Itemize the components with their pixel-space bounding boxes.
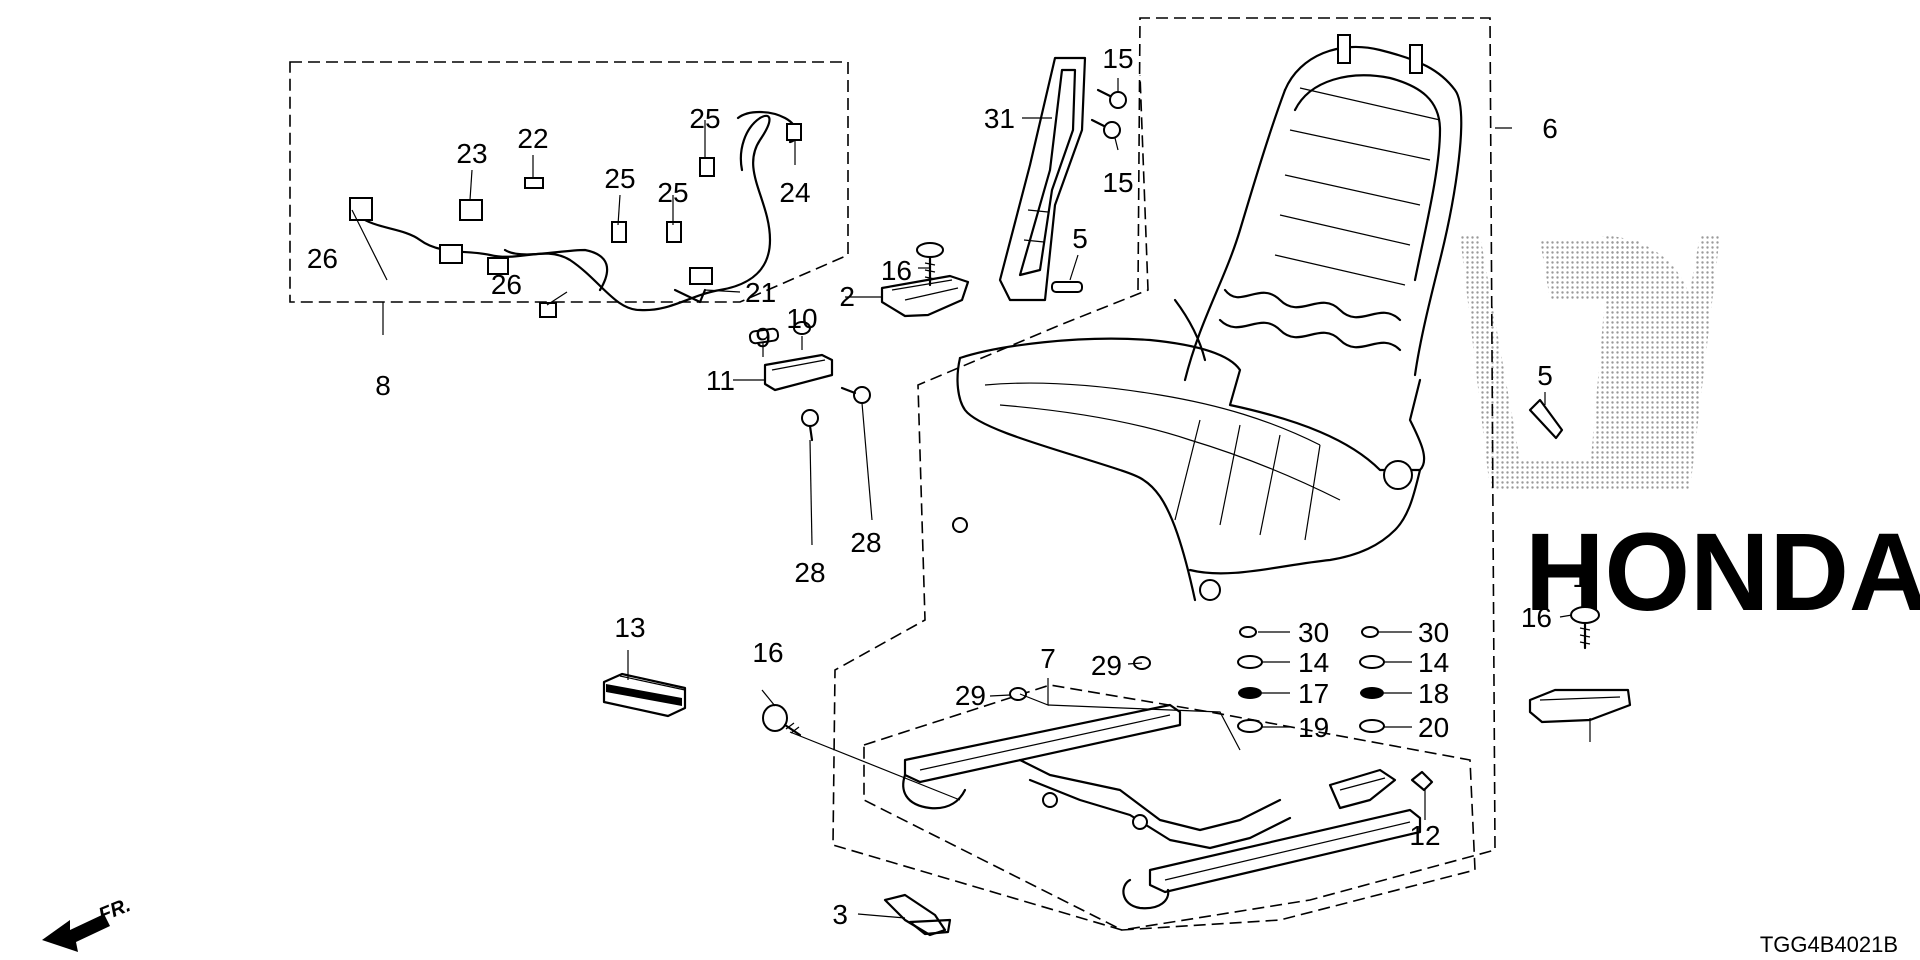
callout-28a: 28 [850, 527, 881, 558]
callout-29b: 29 [1091, 650, 1122, 681]
callout-6: 6 [1542, 113, 1558, 144]
callout-26a: 26 [307, 243, 338, 274]
leader-lines [351, 78, 1591, 919]
callout-7: 7 [1040, 643, 1056, 674]
callout-11: 11 [706, 365, 735, 396]
callout-5a: 5 [1072, 223, 1088, 254]
clip-icon-5 [1051, 281, 1083, 293]
washer-set-left [1237, 626, 1263, 733]
callout-5b: 5 [1537, 360, 1553, 391]
callout-3: 3 [832, 899, 848, 930]
module-part-13 [602, 672, 687, 718]
callout-25c: 25 [657, 177, 688, 208]
seat-frame-part-6 [952, 34, 1463, 602]
bolt-icon-16a [916, 242, 944, 287]
callout-16a: 16 [881, 255, 912, 286]
callout-19: 19 [1298, 712, 1329, 743]
callout-30a: 30 [1298, 617, 1329, 648]
clip-icon-12 [1410, 770, 1434, 792]
callout-15a: 15 [1102, 43, 1133, 74]
callout-28b: 28 [794, 557, 825, 588]
front-direction-label: FR. [96, 894, 134, 926]
callout-2: 2 [839, 281, 855, 312]
bracket-part-3 [883, 893, 952, 937]
callout-14a: 14 [1298, 647, 1329, 678]
callout-14b: 14 [1418, 647, 1449, 678]
side-cover-part-31 [998, 56, 1127, 302]
group-box-harness [289, 61, 849, 303]
group-box-seat-rail [863, 684, 1476, 931]
callout-9: 9 [755, 322, 771, 353]
screw-icon-15b [1090, 118, 1121, 139]
callout-15b: 15 [1102, 167, 1133, 198]
cover-part-2 [880, 274, 970, 318]
callout-24: 24 [779, 177, 810, 208]
callout-8: 8 [375, 370, 391, 401]
callout-13: 13 [614, 612, 645, 643]
screw-icon-15a [1096, 88, 1127, 109]
callout-31: 31 [984, 103, 1015, 134]
seat-rail-part-7 [902, 703, 1422, 910]
callout-25a: 25 [689, 103, 720, 134]
parts-9-10-11 [748, 321, 871, 442]
clip-icon-5b [1528, 398, 1564, 440]
callout-16b: 16 [752, 637, 783, 668]
callout-22: 22 [517, 123, 548, 154]
callout-16c: 16 [1521, 602, 1552, 633]
callout-25b: 25 [604, 163, 635, 194]
callout-23: 23 [456, 138, 487, 169]
callout-21: 21 [745, 277, 776, 308]
wire-harness-part-8 [349, 110, 802, 318]
cover-part-1 [1528, 688, 1632, 724]
callout-10: 10 [786, 303, 817, 334]
bolt-icon-16b [762, 704, 802, 737]
front-direction-arrow: FR. [42, 894, 134, 952]
washer-set-right [1359, 626, 1385, 733]
callout-17: 17 [1298, 678, 1329, 709]
callout-29a: 29 [955, 680, 986, 711]
callout-20: 20 [1418, 712, 1449, 743]
callout-1: 1 [1572, 562, 1588, 593]
callout-18: 18 [1418, 678, 1449, 709]
callout-30b: 30 [1418, 617, 1449, 648]
callout-12: 12 [1409, 820, 1440, 851]
callout-26b: 26 [491, 269, 522, 300]
screw-icon-28a [840, 386, 871, 404]
honda-logo-watermark: HONDA [1460, 235, 1920, 634]
group-box-seat-frame [832, 17, 1496, 931]
diagram-reference-code: TGG4B4021B [1760, 932, 1898, 957]
callout-labels: 1 2 3 5 5 6 7 8 9 10 11 12 13 14 14 15 1… [307, 43, 1588, 930]
screw-icon-28b [801, 409, 819, 442]
